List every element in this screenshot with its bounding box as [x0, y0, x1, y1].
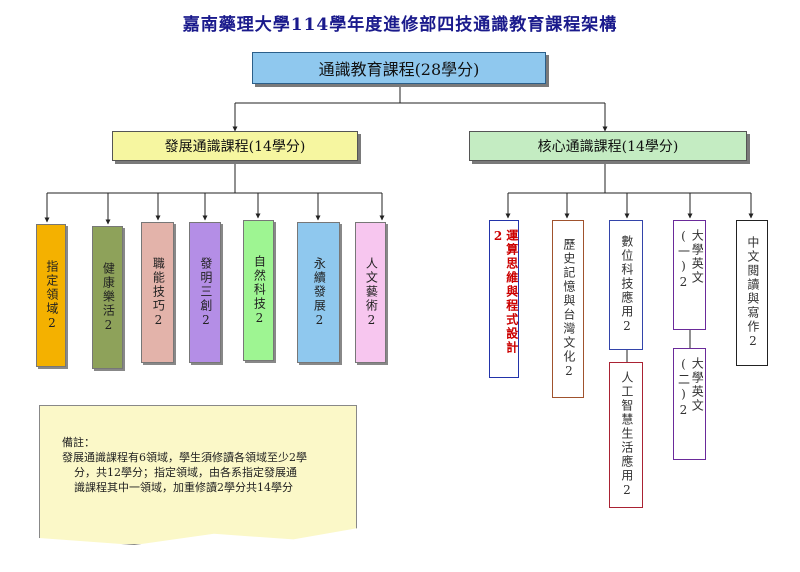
core-item: 歷史記憶與台灣文化2 [552, 220, 584, 398]
page-title: 嘉南藥理大學114學年度進修部四技通識教育課程架構 [182, 15, 618, 35]
core-item: 大學英文(一)2 [673, 220, 706, 330]
core-item: 人工智慧生活應用2 [609, 362, 643, 508]
note-heading: 備註： [62, 436, 95, 449]
core-item: 數位科技應用2 [609, 220, 643, 350]
core-item: 運算思維與程式設計2 [489, 220, 519, 378]
development-item: 指定領域2 [36, 224, 66, 367]
note-line: 識課程其中一領域，加重修讀2學分共14學分 [74, 480, 293, 494]
development-item: 發明三創2 [189, 222, 221, 363]
note-line: 分，共12學分；指定領域，由各系指定發展通 [74, 465, 297, 479]
development-item: 自然科技2 [243, 220, 274, 361]
development-item: 人文藝術2 [355, 222, 386, 363]
note-box: 備註： 發展通識課程有6領域，學生須修讀各領域至少2學 分，共12學分；指定領域… [39, 405, 357, 545]
note-line: 發展通識課程有6領域，學生須修讀各領域至少2學 [62, 450, 307, 464]
root-node-general-education: 通識教育課程(28學分) [252, 52, 546, 84]
development-item: 永續發展2 [297, 222, 340, 363]
development-item: 健康樂活2 [92, 226, 123, 369]
core-item: 中文閱讀與寫作2 [736, 220, 768, 366]
core-item: 大學英文(二)2 [673, 348, 706, 460]
node-development-courses: 發展通識課程(14學分) [112, 131, 358, 161]
development-item: 職能技巧2 [141, 222, 174, 363]
node-core-courses: 核心通識課程(14學分) [469, 131, 747, 161]
